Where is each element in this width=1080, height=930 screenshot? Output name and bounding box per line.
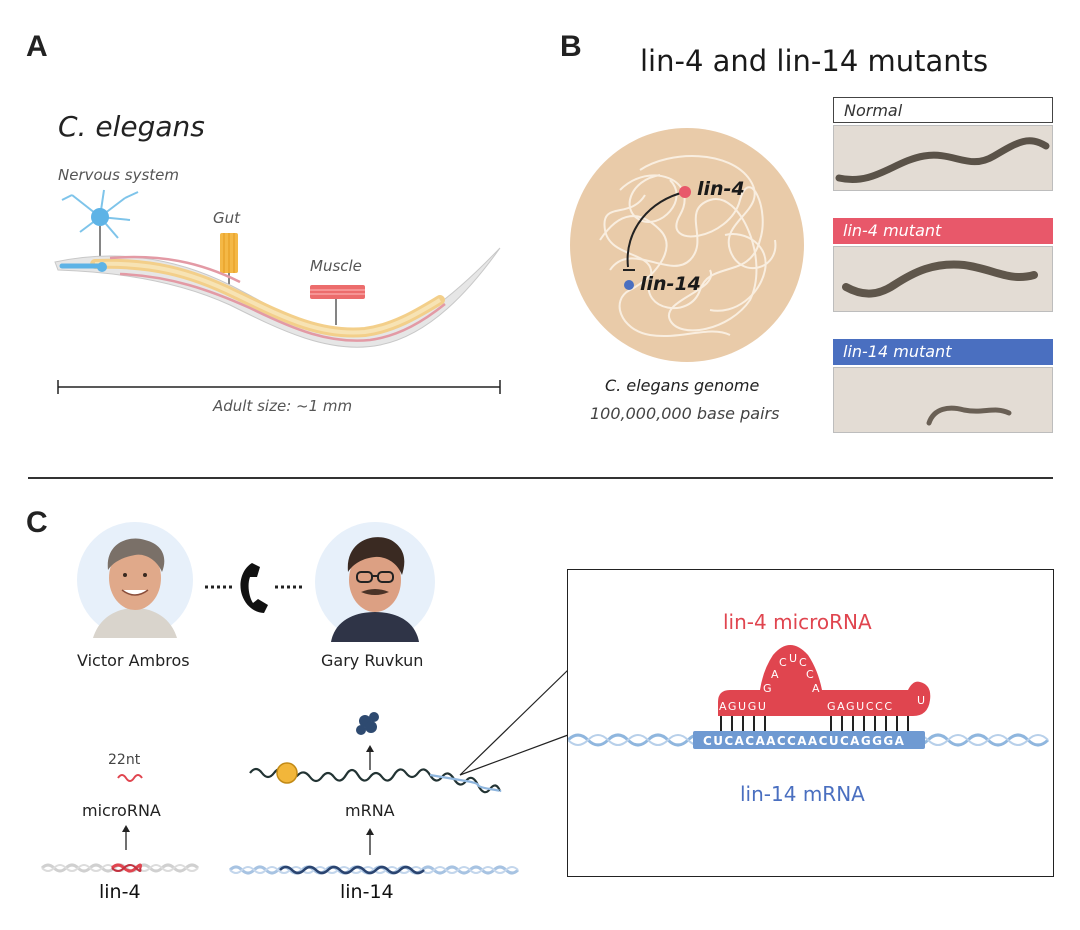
lin14-gene-label: lin-14 — [340, 881, 394, 903]
svg-text:C: C — [806, 668, 814, 681]
lin14-mutant-worm-photo — [833, 367, 1053, 433]
mrna-sequence-bar — [693, 731, 925, 749]
scale-bar — [57, 380, 501, 394]
lin14-dna-helix — [228, 865, 520, 875]
svg-text:C: C — [779, 656, 787, 669]
microrna-squiggle — [117, 774, 143, 782]
worm-anatomy-illustration — [54, 189, 501, 394]
ribosome-icon — [276, 762, 298, 784]
panel-a-letter: A — [26, 30, 48, 63]
lin14-worm-icon — [926, 405, 1012, 426]
lin4-gene-label: lin-4 — [99, 881, 141, 903]
duplex-diagram: AGUGU GAGUCCC U G A C U C C A CUCACAACCA… — [568, 645, 1050, 749]
mrna-sequence: CUCACAACCAACUCAGGGA — [703, 734, 905, 748]
genome-label: C. elegans genome — [605, 376, 760, 395]
adult-size-label: Adult size: ~1 mm — [213, 397, 353, 415]
gut-label: Gut — [213, 209, 241, 227]
worm-body — [54, 247, 501, 348]
binding-inset: lin-4 microRNA lin-14 mRNA AGUGU GAGUCCC… — [567, 569, 1054, 877]
normal-label-bar: Normal — [833, 97, 1053, 123]
lin4-locus-dot — [679, 186, 691, 198]
microrna-left-arm: AGUGU — [719, 700, 767, 713]
muscle-label: Muscle — [310, 257, 362, 275]
inset-mrna-title: lin-14 mRNA — [740, 782, 865, 806]
normal-worm-icon — [835, 137, 1050, 183]
microrna-loop-letters: G A C U C C A — [763, 652, 820, 695]
svg-text:A: A — [812, 682, 820, 695]
lin4-mutant-label-bar: lin-4 mutant — [833, 218, 1053, 244]
zoom-callout-lines — [459, 669, 569, 776]
genome-lin14-label: lin-14 — [640, 273, 701, 295]
lin4-pathway — [40, 774, 200, 873]
protein-icon — [356, 712, 379, 735]
nervous-system-label: Nervous system — [58, 166, 179, 184]
victor-ambros-name: Victor Ambros — [77, 651, 190, 670]
normal-worm-photo — [833, 125, 1053, 191]
microrna-label: microRNA — [82, 801, 161, 820]
lin4-mutant-worm-photo — [833, 246, 1053, 312]
phone-icon — [240, 563, 268, 613]
inset-microrna-title: lin-4 microRNA — [723, 610, 872, 634]
lin4-worm-icon — [842, 260, 1038, 298]
genome-lin4-label: lin-4 — [697, 178, 745, 200]
section-divider — [28, 477, 1053, 479]
panel-b-letter: B — [560, 30, 582, 63]
lin4-dna-helix — [40, 863, 200, 873]
gary-ruvkun-avatar — [315, 522, 435, 642]
lin14-mutant-label-bar: lin-14 mutant — [833, 339, 1053, 365]
svg-text:U: U — [789, 652, 797, 665]
nt-length-label: 22nt — [108, 752, 141, 768]
microrna-hairpin — [718, 645, 931, 716]
microrna-right-arm: GAGUCCC — [827, 700, 894, 713]
svg-text:A: A — [771, 668, 779, 681]
lin14-locus-dot — [624, 280, 634, 290]
mrna-label: mRNA — [345, 801, 395, 820]
microrna-tail: U — [917, 694, 925, 707]
celegans-title: C. elegans — [58, 110, 205, 143]
svg-text:G: G — [763, 682, 772, 695]
victor-ambros-avatar — [77, 522, 193, 638]
phone-call-connector — [205, 563, 304, 613]
genome-size-label: 100,000,000 base pairs — [590, 404, 780, 423]
gary-ruvkun-name: Gary Ruvkun — [321, 651, 424, 670]
neuron-icon — [61, 189, 139, 262]
genome-diagram — [570, 128, 804, 362]
svg-text:C: C — [799, 656, 807, 669]
lin14-pathway — [228, 712, 520, 875]
mutants-title: lin-4 and lin-14 mutants — [640, 44, 989, 78]
panel-c-letter: C — [26, 506, 48, 539]
base-pair-ticks — [720, 716, 909, 731]
muscle-cell-icon — [310, 285, 365, 325]
